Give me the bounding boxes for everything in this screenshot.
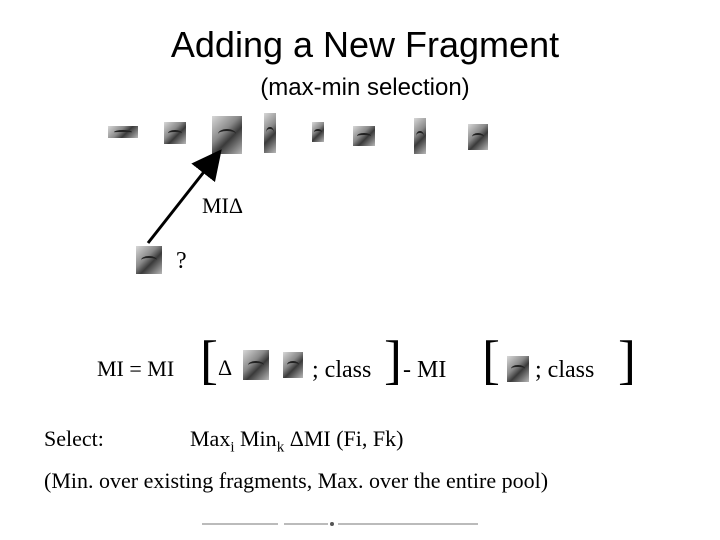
- slide-title: Adding a New Fragment: [170, 24, 560, 65]
- equation-minus-mi: - MI: [403, 357, 447, 383]
- image-fragment-icon: [283, 352, 303, 378]
- footnote-text: (Min. over existing fragments, Max. over…: [44, 468, 549, 493]
- image-fragment-icon: [136, 246, 162, 274]
- image-fragment-icon: [507, 356, 529, 382]
- max-text: Max: [190, 426, 231, 451]
- image-fragment-icon: [212, 116, 242, 154]
- equation-lhs: MI = MI: [97, 356, 175, 381]
- equation-class-1: ; class: [312, 357, 372, 383]
- select-label: Select:: [44, 426, 104, 451]
- open-bracket: [: [200, 330, 218, 390]
- open-bracket-2: [: [482, 330, 500, 390]
- min-subscript: k: [276, 439, 285, 456]
- image-fragment-icon: [243, 350, 269, 380]
- image-fragment-icon: [414, 118, 426, 154]
- image-fragment-icon: [264, 113, 276, 153]
- image-fragment-icon: [468, 124, 488, 150]
- image-fragment-icon: [108, 126, 138, 138]
- image-fragment-icon: [312, 122, 324, 142]
- equation-delta: Δ: [218, 355, 233, 380]
- slide-subtitle: (max-min selection): [260, 74, 470, 101]
- arrow-label: MIΔ: [202, 193, 244, 218]
- select-formula: Maxi Mink ΔMI (Fi, Fk): [190, 426, 403, 456]
- close-bracket-2: ]: [618, 330, 636, 390]
- bottom-formula-image: [198, 512, 483, 536]
- question-mark: ?: [176, 248, 187, 274]
- equation-class-2: ; class: [535, 357, 595, 383]
- max-subscript: i: [230, 439, 235, 456]
- min-text: Min: [240, 426, 277, 451]
- image-fragment-icon: [353, 126, 375, 146]
- formula-rest: ΔMI (Fi, Fk): [289, 426, 404, 451]
- close-bracket: ]: [384, 330, 402, 390]
- image-fragment-icon: [164, 122, 186, 144]
